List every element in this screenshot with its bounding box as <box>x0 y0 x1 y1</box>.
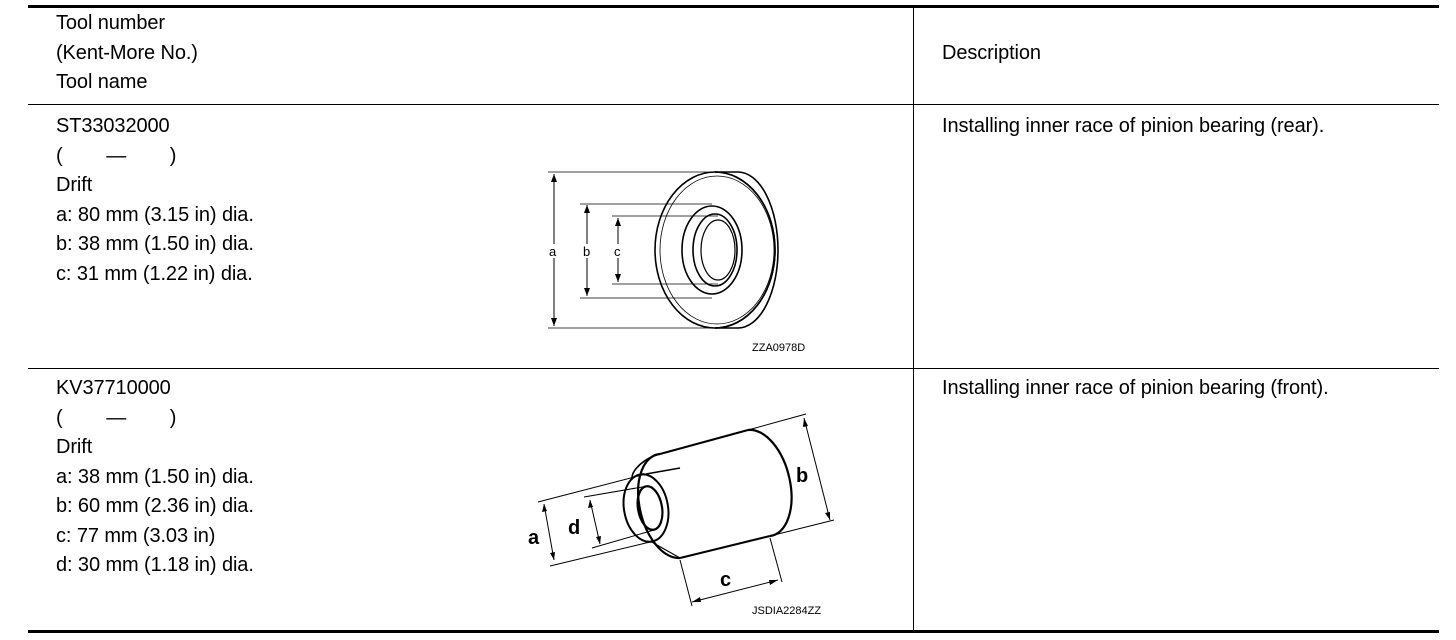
row-1-tool-number: ST33032000 <box>56 115 170 137</box>
row-1-figure-label-b: b <box>583 244 590 259</box>
header-tool-column: Tool number (Kent-More No.) Tool name <box>56 9 198 98</box>
row-2-figure-code: JSDIA2284ZZ <box>752 605 822 617</box>
row-1-spec-a: a: 80 mm (3.15 in) dia. <box>56 203 254 226</box>
header-tool-number-label: Tool number <box>56 12 165 34</box>
row-2-spec-b: b: 60 mm (2.36 in) dia. <box>56 495 254 517</box>
row-2-spec-c: c: 77 mm (3.03 in) <box>56 524 216 547</box>
header-tool-name-label: Tool name <box>56 71 148 93</box>
row-2-figure-label-d: d <box>568 517 580 539</box>
row-2-tool-number: KV37710000 <box>56 377 171 399</box>
row-1-kent-more-number: ( — ) <box>56 144 177 167</box>
row-1-description: Installing inner race of pinion bearing … <box>942 115 1325 137</box>
row-divider <box>28 368 1439 369</box>
row-1-spec-c: c: 31 mm (1.22 in) dia. <box>56 262 253 285</box>
row-1-drift-illustration: a b c <box>540 168 790 333</box>
row-2-drift-illustration: a b c d <box>520 410 840 610</box>
row-1-tool-info: ST33032000 ( — ) Drift a: 80 mm (3.15 in… <box>56 112 254 289</box>
row-2-figure-label-c: c <box>720 569 731 591</box>
table-bottom-rule <box>28 630 1439 633</box>
row-1-figure-code: ZZA0978D <box>752 342 806 354</box>
row-1-figure-label-c: c <box>614 244 621 259</box>
table-top-rule <box>28 5 1439 8</box>
row-2-figure-label-a: a <box>528 527 540 549</box>
row-2-figure-label-b: b <box>796 465 808 487</box>
row-1-spec-b: b: 38 mm (1.50 in) dia. <box>56 233 254 255</box>
header-kent-more-label: (Kent-More No.) <box>56 41 198 64</box>
header-bottom-rule <box>28 104 1439 105</box>
row-1-tool-name: Drift <box>56 174 93 196</box>
column-divider <box>913 6 914 632</box>
header-description-label: Description <box>942 42 1041 64</box>
row-2-kent-more-number: ( — ) <box>56 406 177 429</box>
row-2-tool-name: Drift <box>56 436 93 458</box>
row-1-figure-label-a: a <box>549 244 557 259</box>
row-2-description: Installing inner race of pinion bearing … <box>942 377 1329 399</box>
row-2-spec-a: a: 38 mm (1.50 in) dia. <box>56 465 254 488</box>
row-2-spec-d: d: 30 mm (1.18 in) dia. <box>56 554 254 576</box>
row-2-tool-info: KV37710000 ( — ) Drift a: 38 mm (1.50 in… <box>56 374 254 581</box>
